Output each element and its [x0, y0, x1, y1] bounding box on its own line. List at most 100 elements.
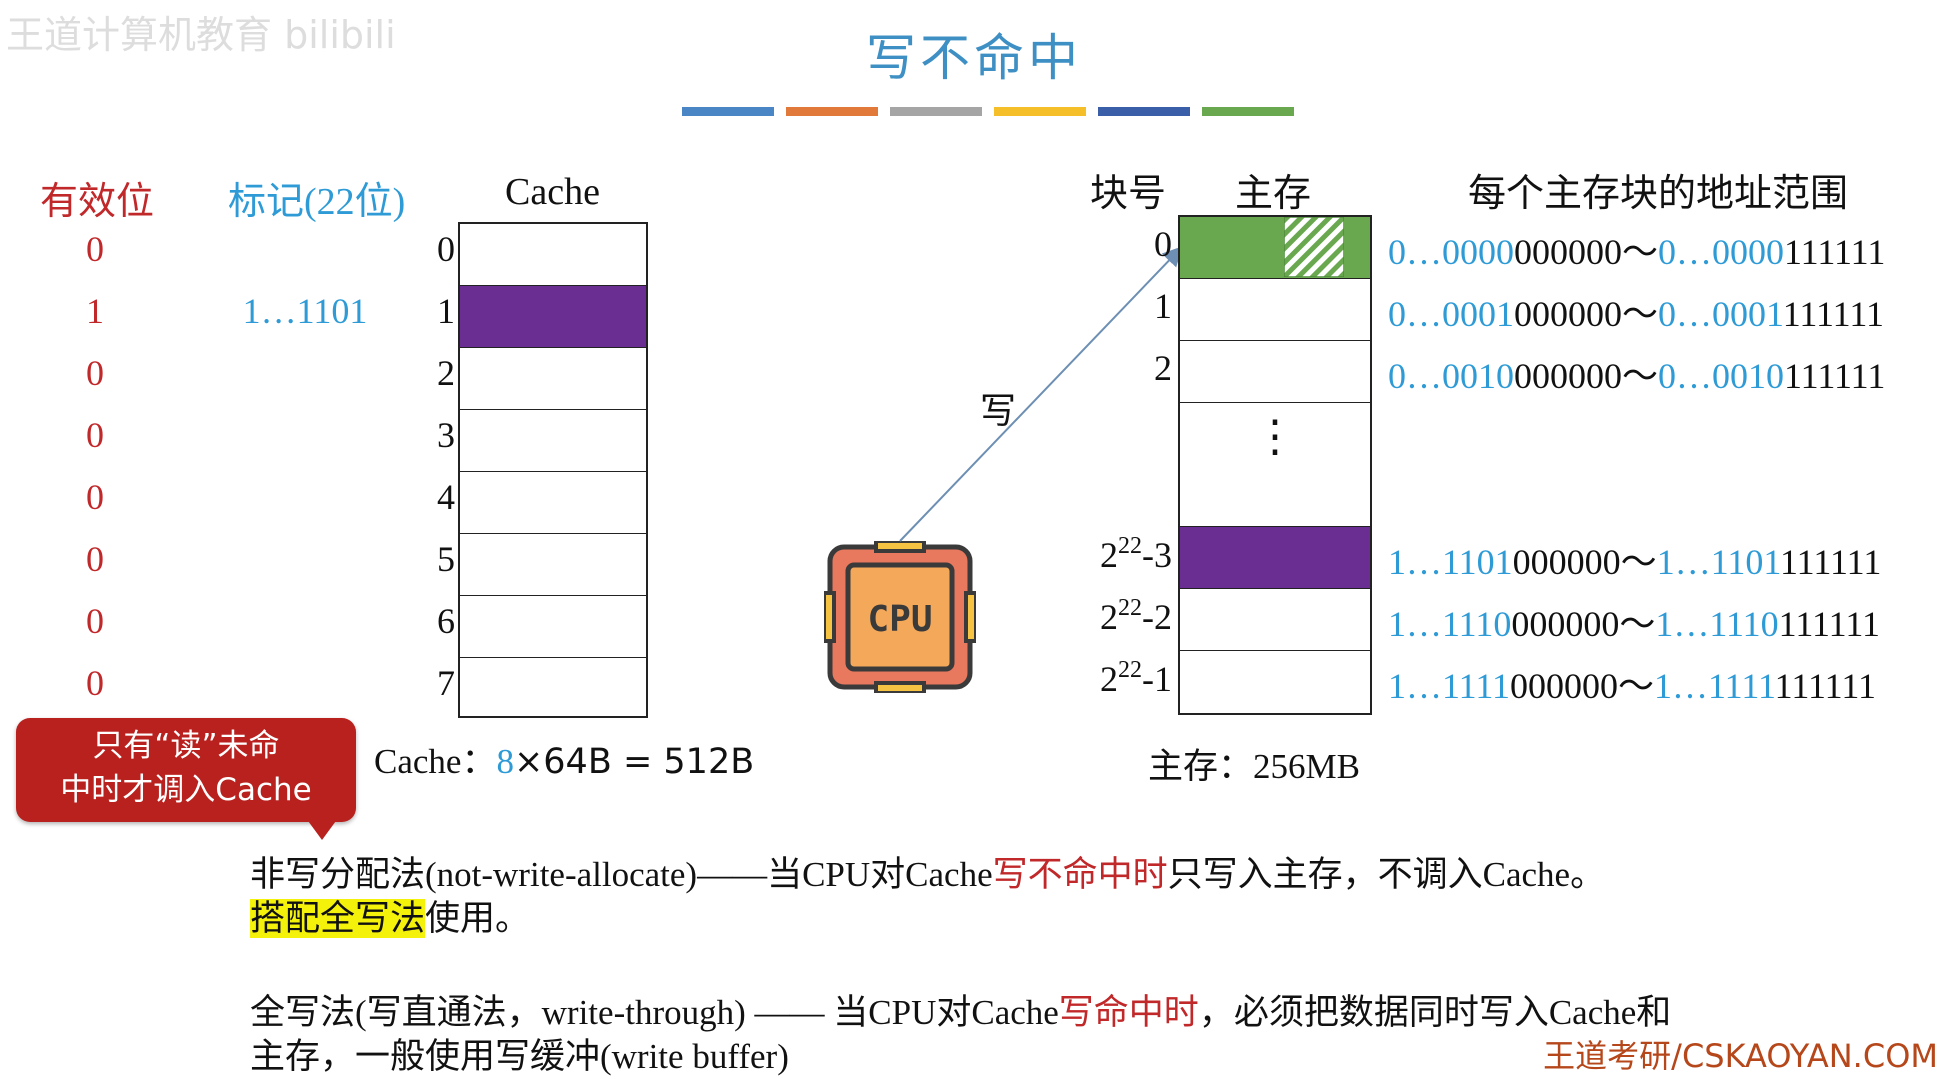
range-end-high: 0…0001: [1658, 294, 1784, 334]
cache-index-4: 4: [437, 477, 455, 517]
range-start-offset: 000000: [1514, 356, 1622, 396]
block-number-5: 222-1: [1050, 657, 1172, 700]
range-separator: ～: [1620, 542, 1657, 582]
valid-bit-1: 1: [86, 291, 104, 331]
block-number-base: 2: [1154, 348, 1172, 388]
range-end-high: 1…1111: [1654, 666, 1776, 706]
block-number-4: 222-2: [1050, 595, 1172, 638]
valid-bit-4: 0: [86, 477, 104, 517]
cache-line-3: [460, 410, 646, 472]
range-end-offset: 111111: [1783, 294, 1885, 334]
valid-bit-5: 0: [86, 539, 104, 579]
cache-line-4: [460, 472, 646, 534]
valid-bit-3: 0: [86, 415, 104, 455]
mem-gap: ⋮: [1180, 403, 1370, 527]
range-start-high: 0…0010: [1388, 356, 1514, 396]
block-number-exponent: 22: [1118, 595, 1142, 621]
range-start-offset: 000000: [1514, 294, 1622, 334]
cache-line-6: [460, 596, 646, 658]
address-range-0: 0…0000000000～0…0000111111: [1388, 223, 1885, 275]
tag-header: 标记(22位): [228, 181, 406, 223]
valid-bit-2: 0: [86, 353, 104, 393]
valid-bit-6: 0: [86, 601, 104, 641]
address-range-2: 0…0010000000～0…0010111111: [1388, 347, 1885, 399]
block-number-base: 0: [1154, 224, 1172, 264]
cache-size-count: 8: [496, 742, 514, 781]
cache-header: Cache: [505, 171, 600, 213]
range-end-high: 0…0010: [1658, 356, 1785, 396]
write-label: 写: [980, 391, 1017, 431]
callout-bubble: 只有“读”未命 中时才调入Cache: [16, 718, 356, 822]
cache-line-2: [460, 348, 646, 410]
range-end-offset: 111111: [1784, 232, 1886, 272]
cache-table: [458, 222, 648, 718]
para1-part-c: 只写入主存，不调入Cache。: [1167, 855, 1606, 894]
range-start-offset: 000000: [1514, 232, 1622, 272]
not-write-allocate-text-line2: 搭配全写法使用。: [250, 890, 530, 941]
block-number-0: 0: [1050, 223, 1172, 265]
main-memory-table: ⋮: [1178, 215, 1372, 715]
range-start-high: 1…1110: [1388, 604, 1512, 644]
callout-tail: [300, 810, 344, 840]
color-bar-5: [1098, 107, 1190, 116]
range-separator: ～: [1618, 666, 1655, 706]
cpu-label: CPU: [867, 599, 932, 640]
write-through-text: 全写法(写直通法，write-through) —— 当CPU对Cache写命中…: [250, 984, 1671, 1035]
block-number-exponent: 22: [1118, 657, 1142, 683]
address-range-4: 1…1110000000～1…1110111111: [1388, 595, 1880, 647]
range-start-offset: 000000: [1512, 542, 1621, 582]
main-memory-header: 主存: [1235, 173, 1312, 215]
mem-block-0: [1180, 217, 1370, 279]
range-start-high: 1…1111: [1388, 666, 1510, 706]
cache-index-6: 6: [437, 601, 455, 641]
tag-value-1: 1…1101: [242, 291, 368, 331]
range-start-high: 0…0001: [1388, 294, 1514, 334]
range-end-high: 0…0000: [1658, 232, 1785, 272]
mem-ellipsis: ⋮: [1253, 412, 1297, 461]
color-bar-2: [786, 107, 878, 116]
range-separator: ～: [1619, 604, 1656, 644]
range-start-high: 1…1101: [1388, 542, 1513, 582]
para1-highlight-red: 写不命中时: [992, 855, 1168, 894]
channel-logo: 王道计算机教育 bilibili: [6, 13, 396, 57]
para2-part-c: ，必须把数据同时写入Cache和: [1198, 993, 1672, 1032]
range-end-offset: 111111: [1784, 356, 1886, 396]
cache-index-5: 5: [437, 539, 455, 579]
callout-line-1: 只有“读”未命: [92, 728, 280, 764]
block-number-suffix: -1: [1142, 659, 1172, 699]
watermark: 王道考研/CSKAOYAN.COM: [1543, 1037, 1938, 1075]
written-word-hatch: [1284, 217, 1344, 277]
block-number-header: 块号: [1090, 173, 1167, 215]
range-separator: ～: [1622, 232, 1659, 272]
block-number-base: 2: [1100, 659, 1118, 699]
range-end-offset: 111111: [1778, 604, 1880, 644]
mem-block-2: [1180, 341, 1370, 403]
cache-line-0: [460, 224, 646, 286]
para1-part-e: 使用。: [425, 899, 531, 938]
cache-size-line: Cache：8×64B = 512B: [374, 733, 754, 784]
cache-line-5: [460, 534, 646, 596]
block-number-exponent: 22: [1118, 533, 1142, 559]
range-end-offset: 111111: [1780, 542, 1882, 582]
cpu-icon: CPU: [824, 541, 976, 693]
range-start-offset: 000000: [1510, 666, 1618, 706]
para1-yellow-highlight: 搭配全写法: [250, 899, 426, 938]
block-number-base: 2: [1100, 535, 1118, 575]
color-bar-3: [890, 107, 982, 116]
para1-part-a: 非写分配法(not-write-allocate)——当CPU对Cache: [250, 855, 993, 894]
cache-index-1: 1: [437, 291, 455, 331]
color-bar-6: [1202, 107, 1294, 116]
cache-index-3: 3: [437, 415, 455, 455]
address-range-5: 1…1111000000～1…1111111111: [1388, 657, 1876, 709]
range-separator: ～: [1622, 294, 1659, 334]
mem-block-1: [1180, 279, 1370, 341]
block-number-3: 222-3: [1050, 533, 1172, 576]
cache-index-2: 2: [437, 353, 455, 393]
para2-part-a: 全写法(写直通法，write-through) —— 当CPU对Cache: [250, 993, 1059, 1032]
write-through-text-line2: 主存，一般使用写缓冲(write buffer): [250, 1028, 789, 1079]
cache-size-prefix: Cache：: [374, 742, 497, 781]
mem-block-n3: [1180, 527, 1370, 589]
block-number-1: 1: [1050, 285, 1172, 327]
cache-line-1: [460, 286, 646, 348]
mem-block-n2: [1180, 589, 1370, 651]
